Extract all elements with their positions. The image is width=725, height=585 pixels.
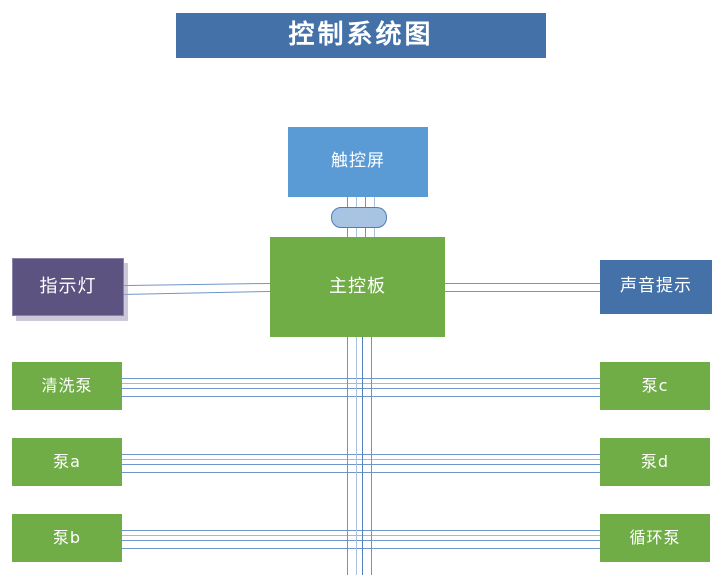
node-main-control-board[interactable]: 主控板 — [270, 237, 445, 337]
ribbon-cable-connector-icon — [331, 207, 387, 228]
wire-pump-row2-c — [122, 464, 600, 465]
wire-lamp-to-mainboard-2 — [124, 290, 271, 295]
wire-pump-row1-b — [122, 383, 600, 384]
wire-pump-row3-a — [122, 530, 600, 531]
bus-wire-1 — [347, 337, 348, 575]
wire-pump-row3-c — [122, 540, 600, 541]
diagram-title-banner: 控制系统图 — [176, 13, 546, 58]
node-indicator-lamp[interactable]: 指示灯 — [12, 258, 124, 316]
wire-mainboard-to-sound-2 — [445, 291, 601, 292]
wire-pump-row2-a — [122, 454, 600, 455]
node-pump-a[interactable]: 泵a — [12, 438, 122, 486]
wire-mainboard-to-sound-1 — [445, 283, 601, 284]
bus-wire-4 — [371, 337, 372, 575]
node-pump-circulation[interactable]: 循环泵 — [600, 514, 710, 562]
bus-wire-3 — [362, 337, 363, 575]
node-pump-wash[interactable]: 清洗泵 — [12, 362, 122, 410]
wire-pump-row3-d — [122, 548, 600, 549]
wire-pump-row1-a — [122, 378, 600, 379]
node-pump-c[interactable]: 泵c — [600, 362, 710, 410]
bus-wire-2 — [356, 337, 357, 575]
wire-pump-row1-c — [122, 388, 600, 389]
node-touch-screen[interactable]: 触控屏 — [288, 127, 428, 197]
wire-lamp-to-mainboard-1 — [124, 282, 271, 286]
node-pump-b[interactable]: 泵b — [12, 514, 122, 562]
node-pump-d[interactable]: 泵d — [600, 438, 710, 486]
wire-pump-row3-b — [122, 535, 600, 536]
wire-pump-row1-d — [122, 396, 600, 397]
wire-pump-row2-d — [122, 472, 600, 473]
node-sound-prompt[interactable]: 声音提示 — [600, 260, 712, 314]
wire-pump-row2-b — [122, 459, 600, 460]
